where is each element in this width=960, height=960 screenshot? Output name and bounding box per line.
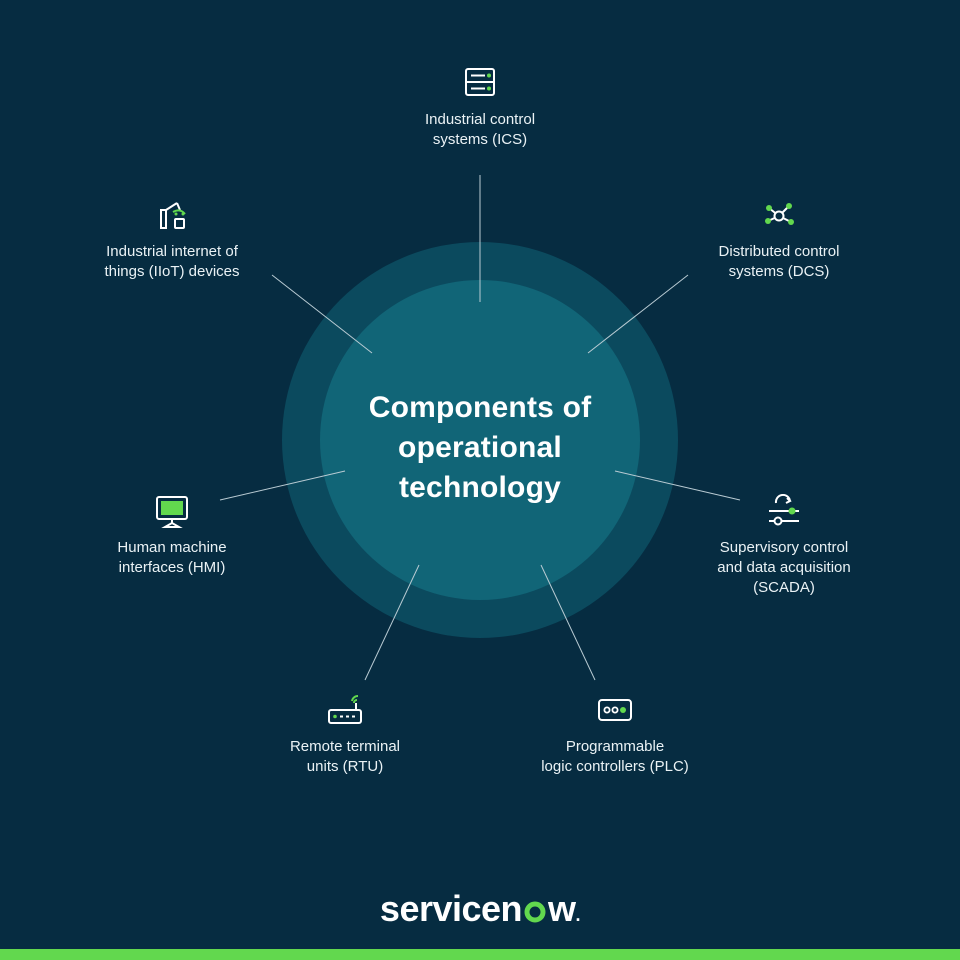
connector-scada — [614, 470, 741, 501]
footer-accent-bar — [0, 949, 960, 960]
component-label: Industrial control systems (ICS) — [424, 111, 536, 148]
component-dcs: Distributed control systems (DCS) — [669, 198, 889, 282]
sliders-icon — [769, 494, 799, 526]
title-line-2: operational — [398, 431, 562, 464]
component-scada: Supervisory control and data acquisition… — [674, 494, 894, 598]
server-icon — [465, 68, 495, 96]
component-label: Supervisory control and data acquisition… — [717, 539, 851, 596]
component-rtu: Remote terminal units (RTU) — [235, 693, 455, 777]
inner-circle — [320, 280, 640, 600]
connector-iiot — [271, 274, 373, 354]
component-ics: Industrial control systems (ICS) — [370, 66, 590, 150]
controller-icon — [598, 699, 632, 721]
logo-trademark: . — [575, 905, 581, 925]
logo-text-end: w — [548, 888, 576, 929]
router-icon — [328, 694, 362, 724]
component-label: Distributed control systems (DCS) — [718, 243, 840, 280]
logo-text: servicen — [379, 888, 523, 929]
robot-arm-icon — [160, 202, 186, 229]
connector-dcs — [587, 274, 689, 354]
component-label: Human machine interfaces (HMI) — [117, 539, 227, 576]
component-label: Remote terminal units (RTU) — [289, 738, 401, 775]
network-nodes-icon — [765, 203, 794, 225]
title-line-3: technology — [398, 471, 561, 504]
component-label: Industrial internet of things (IIoT) dev… — [104, 243, 240, 280]
diagram-title: Components of operational technology — [330, 388, 630, 508]
title-line-1: Components of — [368, 391, 592, 424]
monitor-icon — [156, 496, 188, 528]
component-iiot: Industrial internet of things (IIoT) dev… — [62, 198, 282, 282]
logo-o-icon — [522, 888, 548, 930]
component-plc: Programmable logic controllers (PLC) — [505, 693, 725, 777]
connector-rtu — [364, 564, 420, 681]
component-label: Programmable logic controllers (PLC) — [541, 738, 689, 775]
connector-hmi — [219, 470, 346, 501]
servicenow-logo: servicen w. — [340, 888, 620, 930]
connector-plc — [540, 564, 596, 681]
component-hmi: Human machine interfaces (HMI) — [62, 494, 282, 578]
